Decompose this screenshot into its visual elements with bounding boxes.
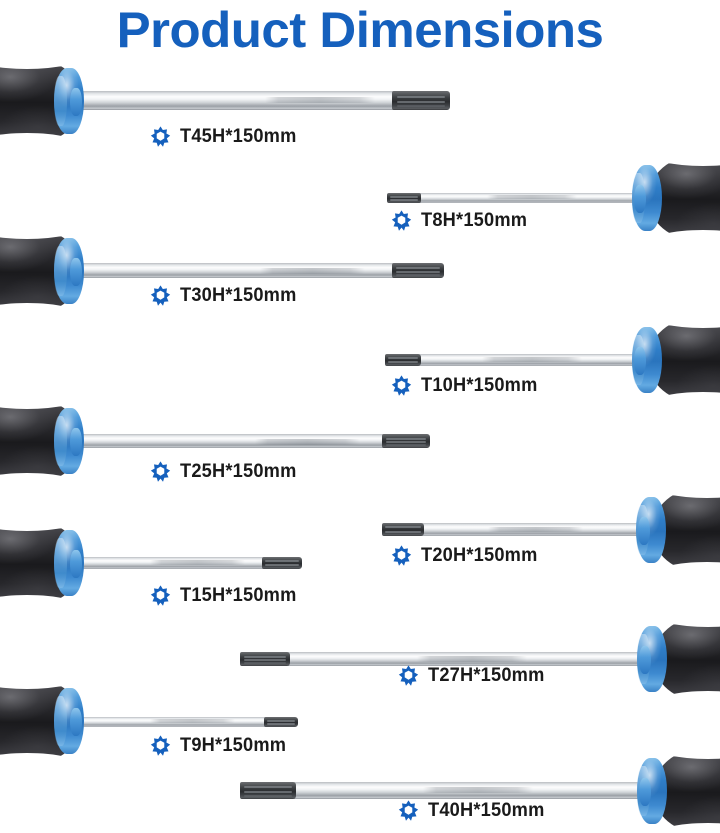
screwdriver-t20h [370, 472, 720, 588]
torx-tip [262, 557, 302, 569]
label-t45h: T45H*150mm [150, 126, 301, 147]
shaft-etching [482, 357, 582, 362]
label-text: T9H*150mm [180, 735, 287, 756]
label-t40h: T40H*150mm [398, 800, 549, 821]
torx-star-icon [150, 461, 171, 482]
screwdriver-body [0, 213, 472, 329]
shaft-etching [150, 719, 235, 723]
screwdriver-body [370, 302, 720, 418]
handle-collar [54, 688, 84, 754]
torx-star-icon [398, 665, 419, 686]
label-text: T40H*150mm [428, 800, 545, 821]
label-text: T30H*150mm [180, 285, 297, 306]
label-t30h: T30H*150mm [150, 285, 301, 306]
shaft-etching [265, 97, 375, 103]
shaft [293, 782, 648, 799]
screwdriver-body [225, 601, 720, 717]
label-t9h: T9H*150mm [150, 735, 291, 756]
screwdriver-t30h [0, 213, 472, 329]
torx-star-icon [150, 126, 171, 147]
torx-tip [382, 434, 430, 448]
label-t25h: T25H*150mm [150, 461, 301, 482]
handle-collar [54, 238, 84, 304]
screwdriver-body [0, 383, 472, 499]
screwdriver-t8h [370, 140, 720, 256]
screwdriver-body [370, 140, 720, 256]
torx-tip [382, 523, 424, 536]
shaft-etching [423, 787, 533, 793]
screwdriver-t15h [0, 505, 372, 621]
shaft [60, 91, 400, 110]
torx-tip [392, 263, 444, 278]
label-t27h: T27H*150mm [398, 665, 549, 686]
shaft-etching [417, 656, 527, 662]
label-text: T25H*150mm [180, 461, 297, 482]
handle-collar [54, 68, 84, 134]
handle-collar [637, 758, 667, 824]
torx-tip [240, 782, 296, 799]
screwdriver-t25h [0, 383, 472, 499]
torx-star-icon [150, 735, 171, 756]
torx-tip [264, 717, 298, 727]
shaft [412, 193, 642, 203]
page-title: Product Dimensions [116, 2, 604, 58]
screwdriver-body [0, 663, 372, 779]
shaft-etching [488, 527, 583, 532]
torx-star-icon [391, 210, 412, 231]
torx-tip [387, 193, 421, 203]
shaft [60, 434, 390, 448]
torx-star-icon [391, 375, 412, 396]
label-text: T27H*150mm [428, 665, 545, 686]
torx-star-icon [150, 585, 171, 606]
shaft-etching [255, 439, 360, 445]
handle-collar [54, 530, 84, 596]
shaft-etching [487, 195, 577, 199]
label-text: T10H*150mm [421, 375, 538, 396]
torx-tip [385, 354, 421, 366]
screwdriver-body [0, 505, 372, 621]
shaft [412, 354, 642, 366]
label-t8h: T8H*150mm [391, 210, 532, 231]
shaft [287, 652, 647, 666]
screwdriver-t10h [370, 302, 720, 418]
label-text: T8H*150mm [421, 210, 528, 231]
label-text: T15H*150mm [180, 585, 297, 606]
screwdriver-body [370, 472, 720, 588]
torx-star-icon [150, 285, 171, 306]
shaft [418, 523, 646, 536]
shaft-etching [260, 268, 365, 274]
handle-collar [632, 327, 662, 393]
label-text: T20H*150mm [421, 545, 538, 566]
handle-collar [632, 165, 662, 231]
handle-collar [54, 408, 84, 474]
handle-collar [636, 497, 666, 563]
label-t10h: T10H*150mm [391, 375, 542, 396]
shaft [60, 717, 270, 727]
shaft-etching [150, 560, 245, 565]
label-t15h: T15H*150mm [150, 585, 301, 606]
torx-star-icon [391, 545, 412, 566]
screwdriver-body [225, 733, 720, 833]
shaft [60, 263, 400, 278]
label-t20h: T20H*150mm [391, 545, 542, 566]
screwdriver-t27h [225, 601, 720, 717]
torx-tip [392, 91, 450, 110]
label-text: T45H*150mm [180, 126, 297, 147]
screwdriver-t40h [225, 733, 720, 833]
shaft [60, 557, 270, 569]
torx-star-icon [398, 800, 419, 821]
torx-tip [240, 652, 290, 666]
handle-grip [648, 140, 720, 256]
screwdriver-t9h [0, 663, 372, 779]
handle-collar [637, 626, 667, 692]
